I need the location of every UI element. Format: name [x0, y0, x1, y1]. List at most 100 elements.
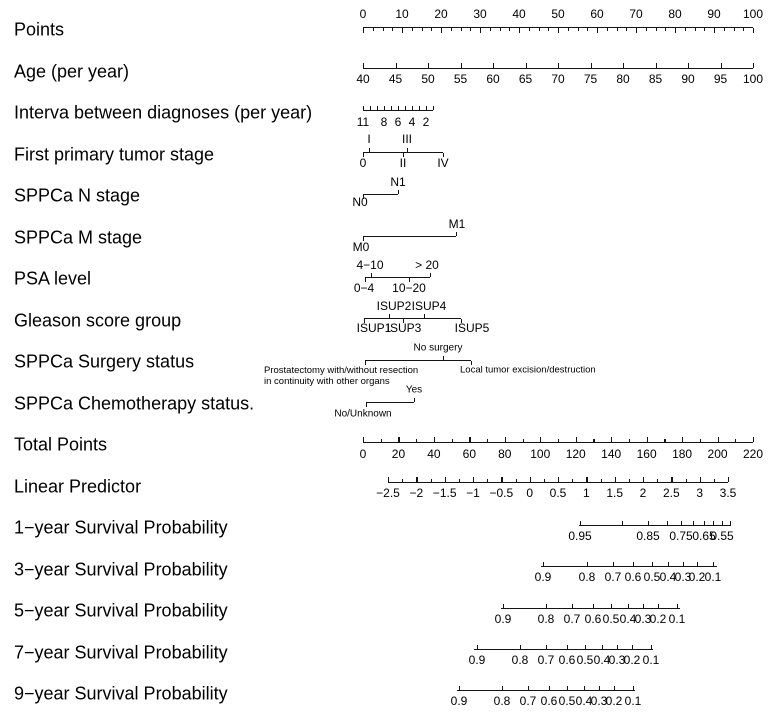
tick-label: Local tumor excision/destruction: [460, 364, 596, 376]
axis-tick: [369, 148, 371, 152]
axis-tick: [643, 604, 645, 608]
axis-tick: [600, 479, 602, 482]
axis-tick: [652, 562, 654, 566]
axis-tick: [683, 562, 685, 566]
tick-label: 0.7: [604, 570, 622, 585]
axis-tick: [611, 437, 613, 442]
row-label-surv7: 7−year Survival Probability: [14, 642, 228, 663]
tick-label: I: [367, 132, 371, 147]
axis-tick: [365, 361, 367, 365]
axis-tick: [421, 28, 423, 31]
axis-tick: [363, 195, 365, 199]
axis-tick: [599, 686, 601, 690]
axis-line-points: [363, 27, 753, 29]
tick-label: 0.75: [669, 529, 693, 544]
axis-tick: [363, 106, 365, 110]
tick-label: 140: [601, 447, 622, 462]
axis-tick: [528, 28, 530, 31]
axis-tick: [363, 437, 365, 442]
axis-tick: [411, 28, 413, 31]
axis-tick: [509, 28, 511, 31]
axis-tick: [684, 28, 686, 31]
tick-label: 0.1: [624, 694, 642, 709]
tick-label: ISUP5: [454, 321, 490, 336]
axis-line-surv3: [541, 566, 717, 568]
axis-tick: [469, 437, 471, 442]
tick-label: 0.2: [623, 653, 641, 668]
axis-tick: [380, 439, 382, 442]
tick-label: 0.1: [642, 653, 660, 668]
axis-tick: [364, 319, 366, 323]
axis-tick: [697, 562, 699, 566]
row-label-surv1: 1−year Survival Probability: [14, 517, 228, 538]
axis-tick: [441, 28, 443, 33]
axis-tick: [402, 479, 404, 482]
axis-line-age: [363, 68, 753, 70]
tick-label: 2: [639, 486, 647, 501]
axis-tick: [567, 645, 569, 649]
axis-tick: [450, 28, 452, 31]
axis-tick: [648, 521, 650, 525]
tick-label: 0.1: [704, 570, 722, 585]
tick-label: 0.9: [450, 694, 468, 709]
axis-tick: [572, 479, 574, 482]
axis-line-surv9: [457, 690, 635, 692]
axis-tick: [685, 479, 687, 482]
tick-label: 4: [408, 115, 416, 130]
tick-label: 1: [582, 486, 590, 501]
tick-label: 0.9: [494, 612, 512, 627]
tick-label: 20: [434, 7, 448, 22]
axis-tick: [460, 28, 462, 31]
axis-tick: [671, 477, 673, 482]
axis-tick: [613, 562, 615, 566]
axis-tick: [443, 356, 445, 360]
axis-tick: [384, 106, 386, 110]
axis-tick: [572, 604, 574, 608]
row-label-chemo: SPPCa Chemotherapy status.: [14, 393, 255, 414]
axis-tick: [728, 477, 730, 482]
tick-label: 60: [486, 72, 500, 87]
axis-tick: [433, 106, 435, 110]
tick-label: ISUP4: [411, 299, 447, 314]
axis-tick: [371, 273, 373, 277]
axis-tick: [430, 479, 432, 482]
tick-label: 2.5: [662, 486, 680, 501]
axis-tick: [515, 479, 517, 482]
axis-tick: [480, 28, 482, 33]
tick-label: 0.6: [624, 570, 642, 585]
tick-label: 100: [742, 7, 764, 22]
axis-line-linear_predictor: [388, 482, 728, 484]
axis-tick: [681, 521, 683, 525]
axis-tick: [398, 190, 400, 194]
axis-tick: [743, 28, 745, 31]
tick-label: 60: [462, 447, 477, 462]
axis-tick: [382, 28, 384, 31]
axis-tick: [377, 106, 379, 110]
tick-label: 0.65: [692, 529, 716, 544]
axis-tick: [546, 604, 548, 608]
tick-label: 0.9: [468, 653, 486, 668]
axis-tick: [567, 686, 569, 690]
axis-tick: [577, 28, 579, 31]
axis-tick: [543, 562, 545, 566]
axis-tick: [392, 28, 394, 31]
axis-tick: [587, 28, 589, 31]
axis-tick: [398, 106, 400, 110]
axis-tick: [503, 604, 505, 608]
tick-label: 0: [359, 7, 367, 22]
axis-tick: [575, 437, 577, 442]
axis-tick: [428, 63, 430, 68]
tick-label: 70: [629, 7, 643, 22]
axis-tick: [587, 562, 589, 566]
row-label-m_stage: SPPCa M stage: [14, 227, 143, 248]
tick-label: 0.8: [511, 653, 529, 668]
axis-tick: [520, 645, 522, 649]
axis-tick: [471, 361, 473, 365]
axis-tick: [487, 479, 489, 482]
axis-tick: [606, 28, 608, 31]
tick-label: 6: [394, 115, 402, 130]
axis-tick: [614, 686, 616, 690]
axis-tick: [667, 521, 669, 525]
tick-label: 0.2: [605, 694, 623, 709]
row-label-gleason: Gleason score group: [14, 310, 182, 331]
